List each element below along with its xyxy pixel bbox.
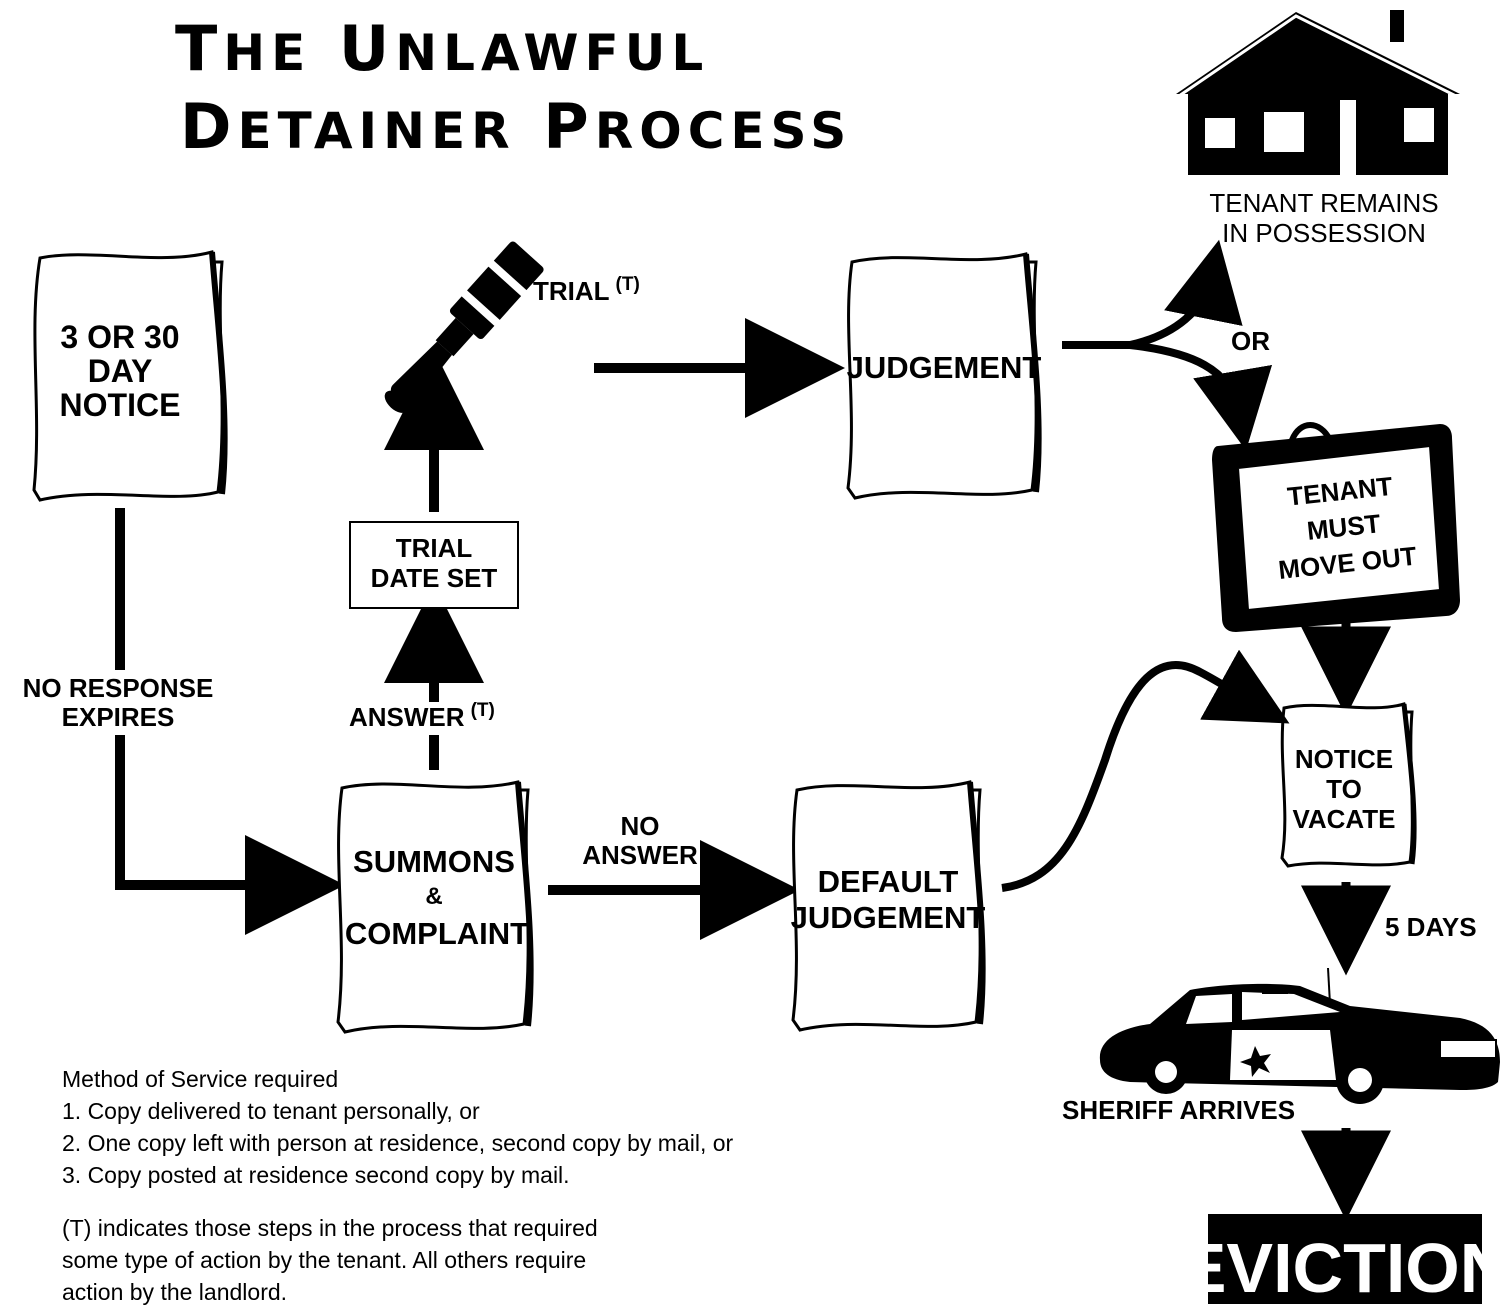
trial-label: TRIAL(T) <box>533 274 640 306</box>
notice-document-node: 3 OR 30 DAY NOTICE <box>32 250 228 502</box>
notice-label-2: DAY <box>88 353 153 389</box>
no-response-label-1: NO RESPONSE <box>23 673 214 703</box>
legend-line-1: (T) indicates those steps in the process… <box>62 1215 598 1241</box>
default-judgement-label-2: JUDGEMENT <box>791 900 986 935</box>
no-answer-label-1: NO <box>621 811 660 841</box>
summons-label-1: SUMMONS <box>353 844 515 879</box>
title-line-2: DETAINER PROCESS <box>180 90 852 163</box>
sheriff-label: SHERIFF ARRIVES <box>1062 1095 1295 1125</box>
gavel-icon <box>384 241 544 413</box>
remains-arrow <box>1129 239 1243 349</box>
notice-label-1: 3 OR 30 <box>60 319 179 355</box>
trial-date-label-2: DATE SET <box>371 563 498 593</box>
trial-date-label-1: TRIAL <box>396 533 473 563</box>
police-car-icon <box>1099 967 1500 1104</box>
trial-date-box <box>349 521 519 609</box>
summons-label-2: & <box>425 883 442 910</box>
default-judgement-label-1: DEFAULT <box>818 864 959 899</box>
document-scroll-icon <box>846 252 1038 500</box>
document-scroll-icon <box>32 250 224 502</box>
default-to-notice-arrow <box>1001 649 1290 892</box>
summons-document-node: SUMMONS & COMPLAINT <box>336 780 534 1034</box>
no-response-arrow <box>115 508 300 885</box>
suitcase-icon <box>1212 422 1460 632</box>
judgement-document-node: JUDGEMENT <box>846 252 1042 500</box>
notice-vacate-document-node: NOTICE TO VACATE <box>1280 702 1417 868</box>
service-item-3: 3. Copy posted at residence second copy … <box>62 1162 570 1188</box>
judgement-label: JUDGEMENT <box>847 350 1042 385</box>
answer-label: ANSWER(T) <box>349 700 495 732</box>
tenant-remains-label-1: TENANT REMAINS <box>1209 188 1438 218</box>
no-answer-label-2: ANSWER <box>582 840 698 870</box>
document-scroll-icon <box>336 780 530 1034</box>
legend-line-2: some type of action by the tenant. All o… <box>62 1247 587 1273</box>
service-item-2: 2. One copy left with person at residenc… <box>62 1130 734 1156</box>
tenant-remains-label-2: IN POSSESSION <box>1222 218 1426 248</box>
eviction-label: EVICTION <box>1180 1229 1510 1307</box>
document-scroll-icon <box>791 780 982 1032</box>
service-item-1: 1. Copy delivered to tenant personally, … <box>62 1098 480 1124</box>
legend-notes: (T) indicates those steps in the process… <box>62 1212 598 1308</box>
house-icon <box>1175 10 1461 175</box>
move-out-arrow <box>1129 341 1273 451</box>
eviction-box <box>1208 1214 1482 1304</box>
title-line-1: THE UNLAWFUL <box>175 12 709 85</box>
notice-vacate-label-3: VACATE <box>1292 804 1395 834</box>
summons-label-3: COMPLAINT <box>345 916 529 951</box>
or-label: OR <box>1231 326 1270 356</box>
service-heading: Method of Service required <box>62 1066 339 1092</box>
service-notes: Method of Service required 1. Copy deliv… <box>62 1063 733 1191</box>
notice-label-3: NOTICE <box>60 387 181 423</box>
five-days-label: 5 DAYS <box>1385 912 1477 942</box>
notice-vacate-label-1: NOTICE <box>1295 744 1393 774</box>
legend-line-3: action by the landlord. <box>62 1279 288 1305</box>
default-judgement-document-node: DEFAULT JUDGEMENT <box>791 780 986 1032</box>
no-response-label-2: EXPIRES <box>62 702 175 732</box>
notice-vacate-label-2: TO <box>1326 774 1362 804</box>
